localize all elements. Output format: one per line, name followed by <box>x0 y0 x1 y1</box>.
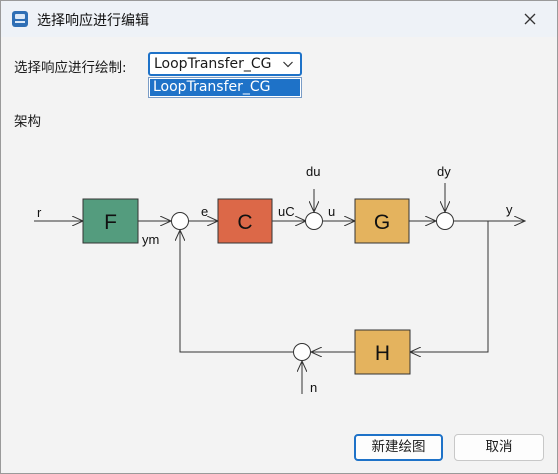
signal-label-ym: ym <box>142 232 159 247</box>
response-label: 选择响应进行绘制: <box>14 60 127 76</box>
response-dropdown-list: LoopTransfer_CG <box>148 77 302 98</box>
signal-label-u: u <box>328 204 335 219</box>
block-G-label: G <box>374 211 390 234</box>
signal-wires <box>34 183 525 394</box>
close-icon <box>524 13 536 25</box>
signal-label-dy: dy <box>437 164 451 179</box>
cancel-button[interactable]: 取消 <box>454 434 544 461</box>
sum-junction-4 <box>293 343 311 361</box>
signal-label-du: du <box>306 164 320 179</box>
block-G[interactable] <box>354 198 410 244</box>
block-H-label: H <box>375 342 390 365</box>
close-button[interactable] <box>519 9 541 29</box>
sum-junction-2 <box>305 212 323 230</box>
signal-label-e: e <box>201 204 208 219</box>
block-C[interactable] <box>217 198 273 244</box>
dropdown-option[interactable]: LoopTransfer_CG <box>150 79 300 96</box>
signal-label-uC: uC <box>278 204 295 219</box>
sum-junction-3 <box>436 212 454 230</box>
signal-label-r: r <box>37 205 42 220</box>
signal-label-n: n <box>310 380 317 395</box>
signal-label-y: y <box>506 202 513 217</box>
app-icon <box>12 11 28 27</box>
block-F[interactable] <box>82 198 139 244</box>
architecture-label: 架构 <box>14 114 41 130</box>
architecture-diagram: F C G H r ym e uC u du dy y n <box>34 164 557 395</box>
block-H[interactable] <box>354 329 411 375</box>
response-select-value: LoopTransfer_CG <box>154 56 272 72</box>
new-plot-button[interactable]: 新建绘图 <box>354 434 443 461</box>
block-F-label: F <box>104 211 117 234</box>
block-C-label: C <box>237 211 252 234</box>
chevron-down-icon <box>283 61 293 68</box>
sum-junction-1 <box>171 212 189 230</box>
response-select[interactable]: LoopTransfer_CG <box>148 52 302 76</box>
window-title: 选择响应进行编辑 <box>37 13 149 29</box>
title-bar: 选择响应进行编辑 <box>1 1 557 37</box>
